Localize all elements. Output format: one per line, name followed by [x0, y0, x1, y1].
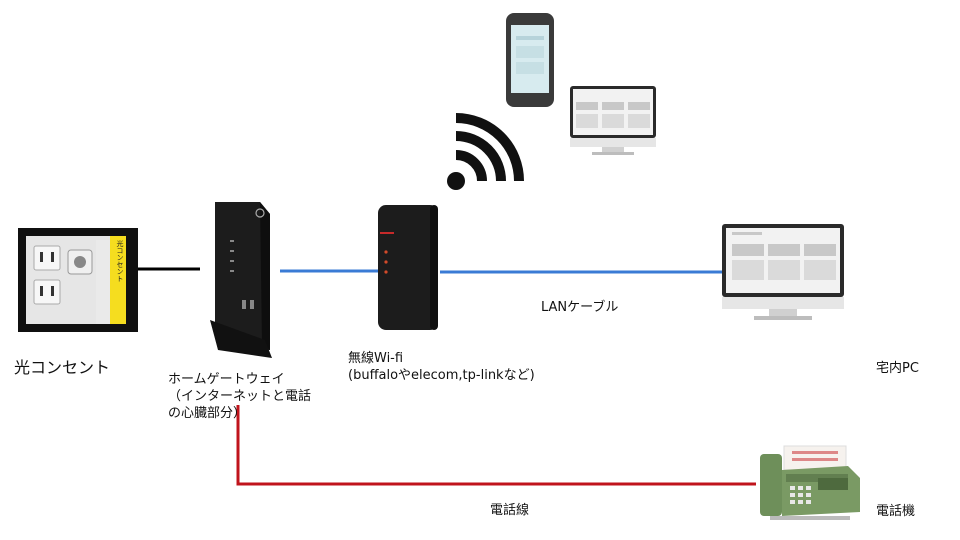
phone-line-label: 電話線	[490, 503, 530, 518]
home-pc-monitor	[722, 224, 844, 320]
gateway-label-line2: （インターネットと電話	[168, 389, 312, 404]
wifi-signal-icon	[447, 113, 524, 190]
wifi-label-line2: (buffaloやelecom,tp-linkなど)	[348, 368, 535, 383]
telephone-device	[760, 445, 860, 520]
lan-cable-label: LANケーブル	[541, 300, 619, 315]
outlet-label: 光コンセント	[14, 358, 111, 377]
telephone-label: 電話機	[876, 504, 916, 519]
wireless-monitor-device	[570, 86, 656, 155]
outlet-sticker-text: 光コンセント	[116, 240, 124, 282]
smartphone-device	[506, 13, 554, 107]
phone-line-cable	[236, 405, 756, 486]
wifi-label-line1: 無線Wi-fi	[348, 351, 404, 366]
gateway-label-line1: ホームゲートウェイ	[168, 372, 285, 387]
home-gateway-device	[210, 202, 272, 358]
home-pc-label: 宅内PC	[876, 361, 919, 376]
optical-outlet-image	[18, 228, 138, 332]
wifi-router-device	[378, 205, 438, 330]
gateway-label-line3: の心臓部分）	[168, 406, 247, 421]
